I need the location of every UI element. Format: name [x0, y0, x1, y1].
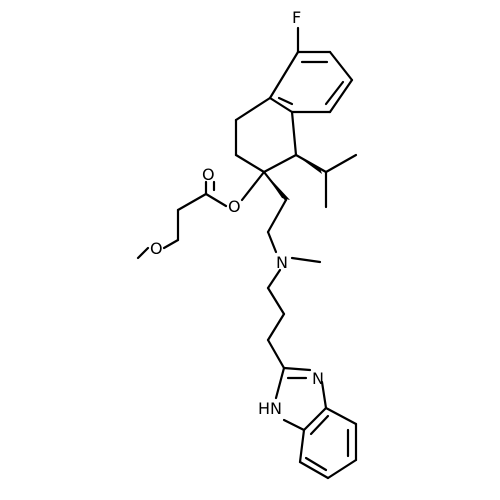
bond	[277, 96, 294, 106]
ester-oxygen-label: O	[228, 197, 241, 216]
methoxyacetate-ester	[136, 170, 266, 260]
imidazole-nh-h-label: H	[258, 399, 270, 418]
bond	[268, 96, 294, 114]
bond	[302, 406, 328, 432]
bond	[240, 170, 266, 202]
bond	[234, 153, 266, 174]
bond	[266, 286, 286, 316]
bond	[266, 230, 278, 254]
imidazole-nh-n-label: N	[270, 399, 282, 418]
fluoroaryl-ring	[268, 26, 354, 114]
bond	[266, 312, 286, 342]
carbonyl-oxygen-label: O	[202, 165, 215, 184]
amine-nitrogen-label: N	[276, 253, 288, 272]
saturated-ring	[234, 96, 298, 174]
bond	[204, 192, 228, 208]
bond	[298, 460, 330, 480]
imidazole-nitrogen-label: N	[312, 369, 324, 388]
bond	[309, 414, 330, 436]
bond	[298, 428, 306, 464]
ether-oxygen-label: O	[150, 239, 163, 258]
bond	[324, 80, 345, 106]
bond	[328, 78, 354, 114]
bond	[304, 456, 328, 472]
stereo-wedge	[296, 155, 322, 174]
bond	[176, 192, 208, 212]
benzimidazole	[274, 366, 358, 480]
amine-substituents	[266, 256, 322, 370]
bond	[136, 246, 150, 260]
bond	[266, 268, 282, 290]
bond	[328, 50, 354, 82]
bond	[326, 458, 358, 480]
bond	[320, 380, 328, 410]
bond	[290, 256, 322, 264]
bond	[282, 418, 306, 432]
bond	[324, 153, 358, 174]
bond	[234, 96, 272, 122]
bond	[266, 338, 286, 370]
bond	[266, 198, 288, 234]
bond	[162, 238, 180, 250]
bond	[262, 153, 298, 174]
fluorine-label: F	[292, 8, 301, 27]
bond	[324, 406, 358, 426]
bond	[268, 50, 300, 100]
bond	[290, 110, 298, 157]
stereo-wedge	[264, 172, 290, 200]
isopropyl-group	[294, 153, 358, 209]
bond	[282, 366, 312, 372]
bond	[274, 366, 286, 400]
